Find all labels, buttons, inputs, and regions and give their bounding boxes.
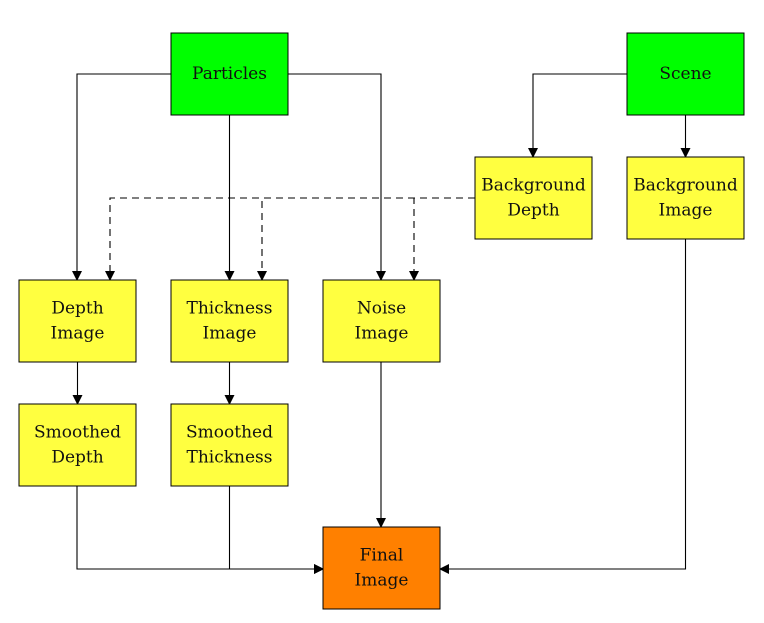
- edge-background-depth-to-depth-image: [105, 197, 475, 281]
- edge-background-depth-to-noise-image: [409, 197, 475, 281]
- edge-particles-to-noise-image: [288, 73, 386, 281]
- node-label-line: Image: [659, 201, 713, 221]
- node-particles: Particles: [170, 32, 289, 116]
- node-box: [18, 279, 137, 363]
- node-label-line: Scene: [659, 64, 711, 84]
- node-box: [322, 526, 441, 610]
- edge-smoothed-thickness-to-final-image: [228, 486, 324, 574]
- edge-background-image-to-final-image: [439, 239, 687, 574]
- node-label-line: Particles: [192, 64, 267, 84]
- node-box: [626, 32, 745, 116]
- node-label-line: Final: [360, 546, 404, 566]
- node-label-line: Image: [355, 324, 409, 344]
- node-box: [626, 156, 745, 240]
- node-label-line: Image: [51, 324, 105, 344]
- node-box: [18, 403, 137, 487]
- node-scene: Scene: [626, 32, 745, 116]
- node-label-line: Depth: [507, 201, 559, 221]
- node-label-line: Smoothed: [34, 423, 121, 443]
- edge-particles-to-depth-image: [72, 73, 171, 281]
- node-label-line: Depth: [51, 448, 103, 468]
- edges-layer: [72, 73, 691, 574]
- node-label-line: Noise: [357, 299, 406, 319]
- node-label-line: Thickness: [186, 448, 272, 468]
- edge-scene-to-background-depth: [528, 73, 627, 158]
- node-label-line: Image: [355, 571, 409, 591]
- edge-background-depth-to-thickness-image: [257, 197, 475, 281]
- node-box: [170, 279, 289, 363]
- node-label-line: Depth: [51, 299, 103, 319]
- node-box: [474, 156, 593, 240]
- node-label-line: Image: [203, 324, 257, 344]
- node-box: [170, 403, 289, 487]
- node-box: [170, 32, 289, 116]
- node-label-line: Smoothed: [186, 423, 273, 443]
- node-label-line: Thickness: [186, 299, 272, 319]
- node-label-line: Background: [633, 176, 738, 196]
- edge-smoothed-depth-to-final-image: [76, 486, 324, 574]
- node-label-line: Background: [481, 176, 586, 196]
- node-box: [322, 279, 441, 363]
